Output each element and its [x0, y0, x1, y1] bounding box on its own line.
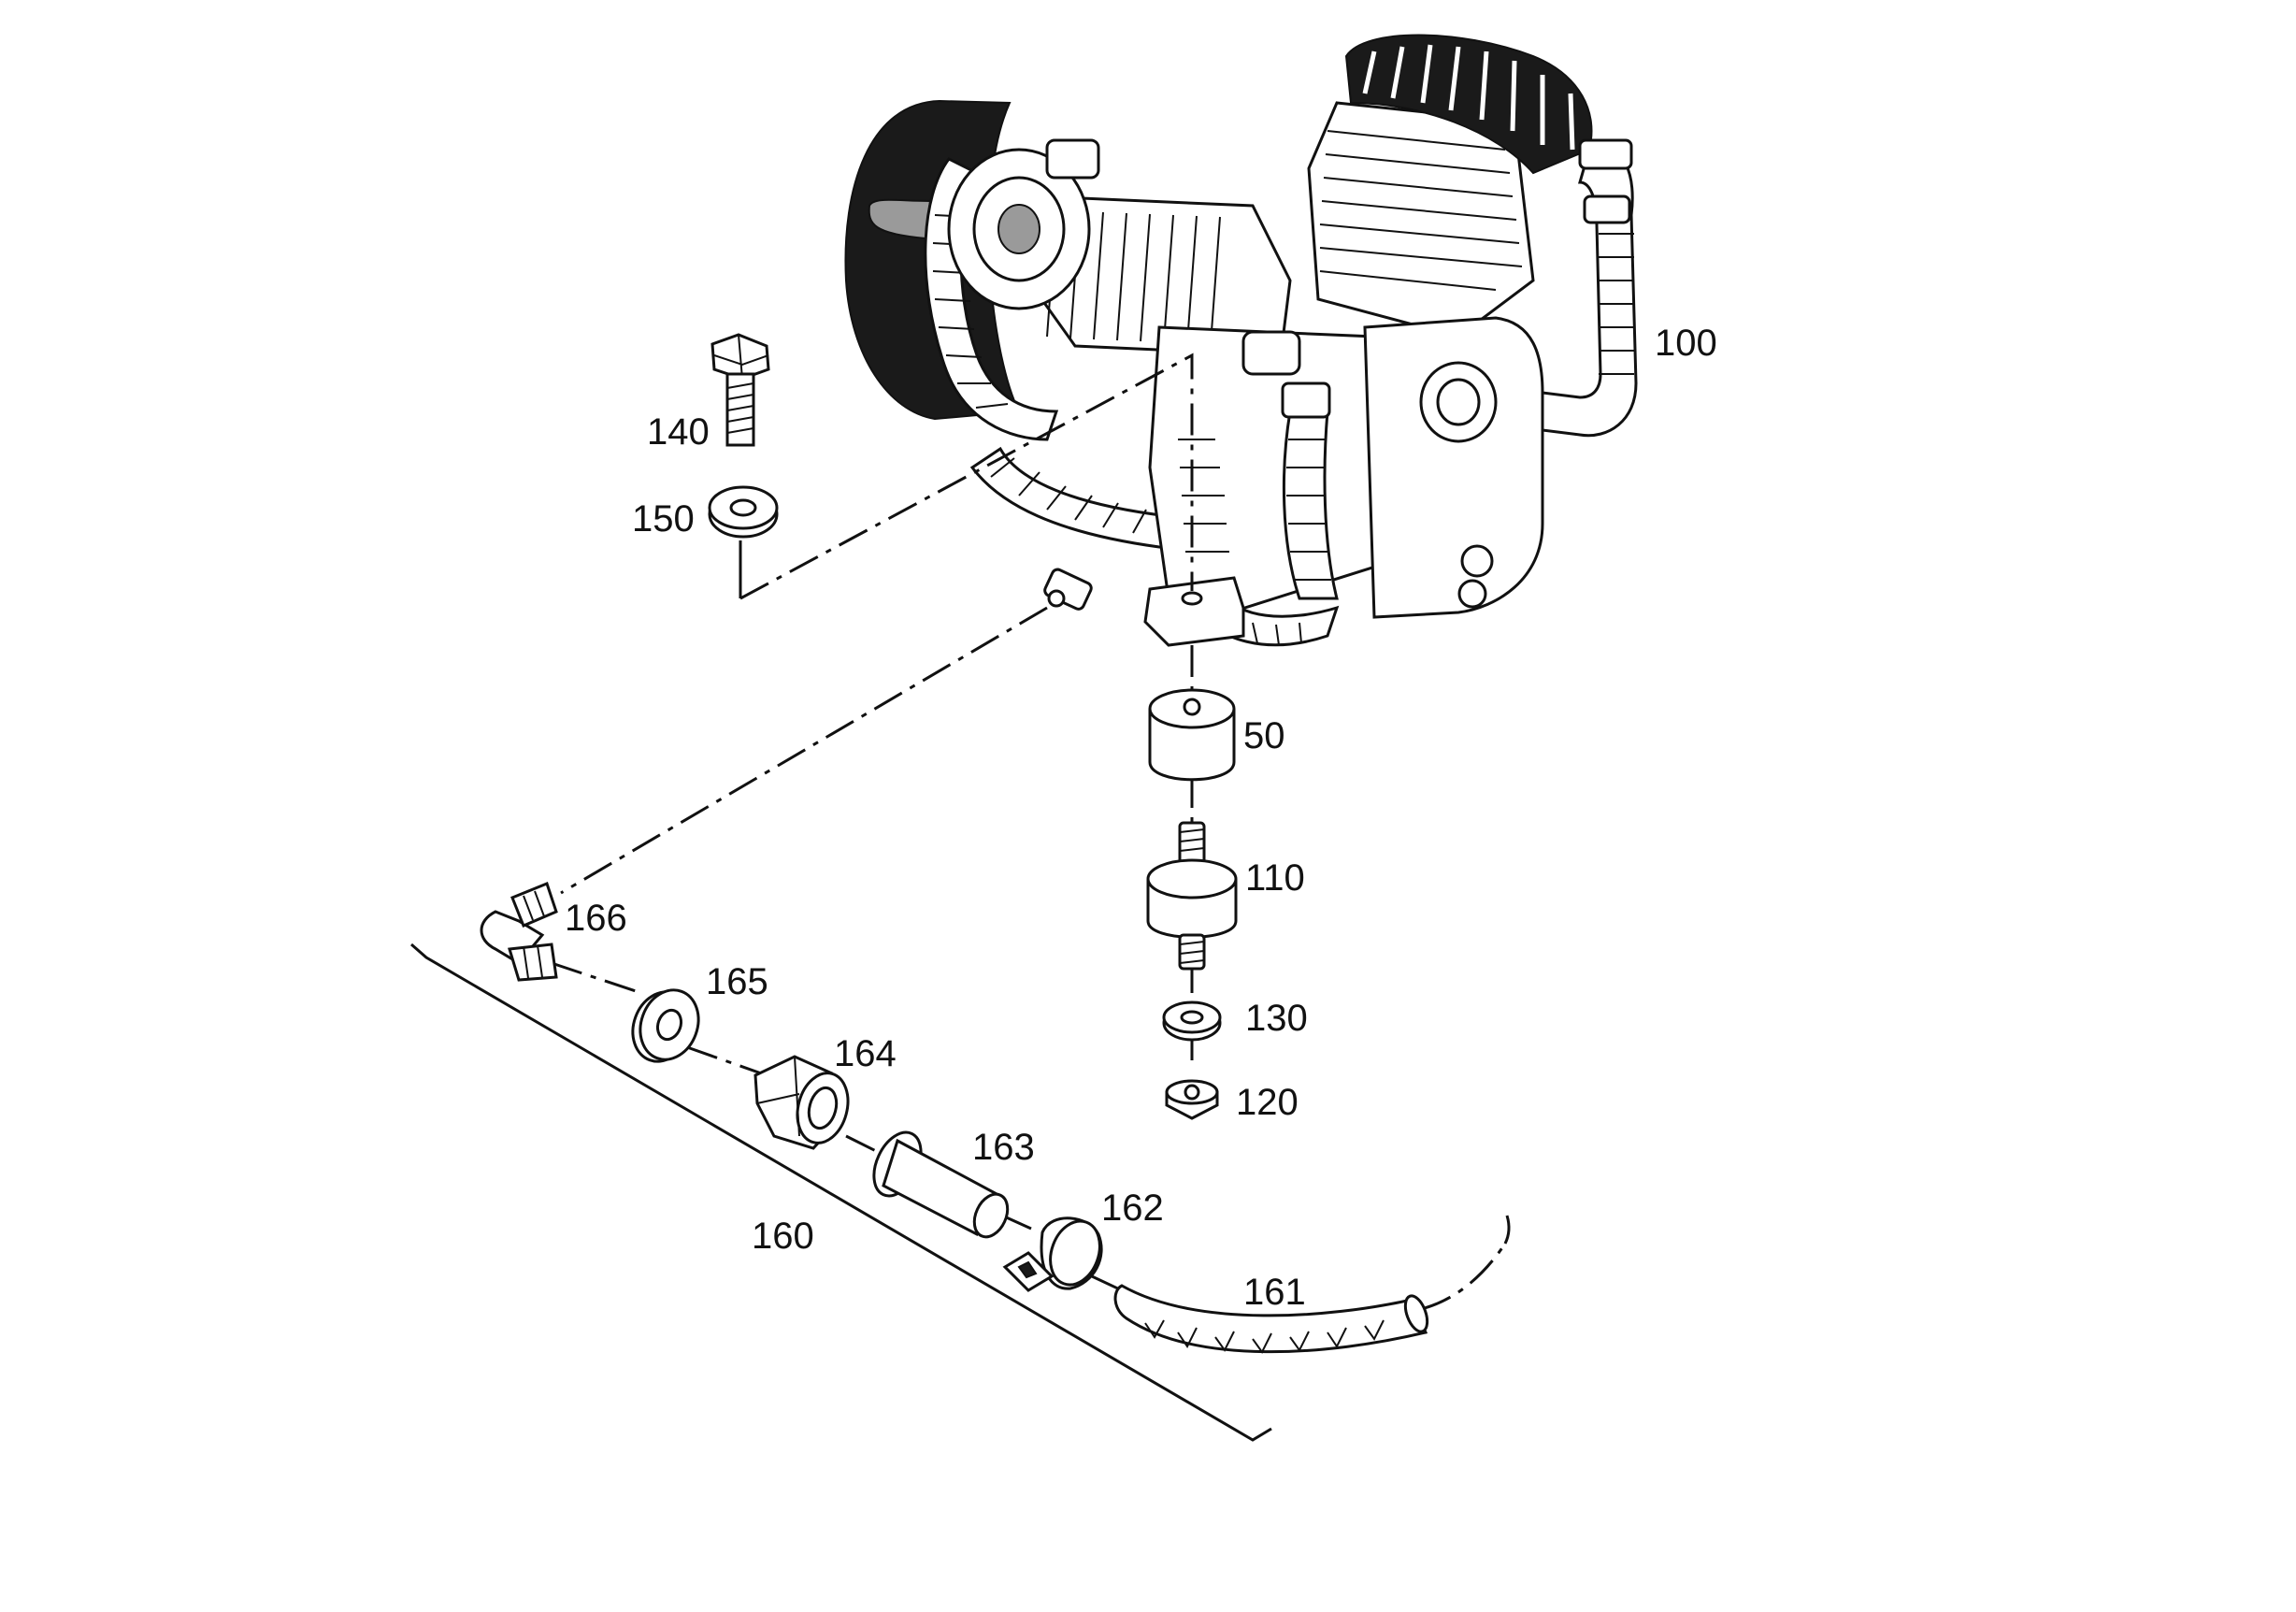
washer-130: [1162, 1000, 1222, 1042]
callout-164: 164: [834, 1033, 897, 1074]
seal-ring-165: [631, 988, 700, 1063]
callout-160: 160: [752, 1216, 814, 1257]
callout-166: 166: [565, 898, 627, 939]
hex-bolt-140: [710, 333, 770, 447]
callout-labels: 100 140 150 50 110 130 120 166 165 164 1…: [565, 323, 1717, 1313]
callout-140: 140: [647, 411, 710, 453]
hose-clamp-162: [1002, 1216, 1103, 1292]
compressor-pump: [844, 34, 1638, 647]
elbow-fitting-166: [480, 882, 558, 982]
callout-100: 100: [1655, 323, 1717, 364]
callout-165: 165: [706, 961, 768, 1002]
callout-161: 161: [1243, 1272, 1306, 1313]
callout-110: 110: [1245, 857, 1305, 899]
callout-50: 50: [1243, 715, 1285, 756]
hose-nipple-163: [872, 1130, 1010, 1239]
vibration-mount-110: [1146, 821, 1238, 971]
callout-150: 150: [632, 498, 695, 540]
hex-nut-120: [1165, 1079, 1219, 1120]
callout-162: 162: [1101, 1187, 1164, 1229]
callout-120: 120: [1236, 1082, 1299, 1123]
callout-163: 163: [972, 1127, 1035, 1168]
rubber-spacer-50: [1148, 688, 1236, 782]
hex-nut-164: [753, 1055, 850, 1150]
callout-130: 130: [1245, 998, 1308, 1039]
leader-lines: [410, 353, 1511, 1442]
washer-150: [708, 485, 779, 539]
hose-161: [1113, 1284, 1429, 1354]
